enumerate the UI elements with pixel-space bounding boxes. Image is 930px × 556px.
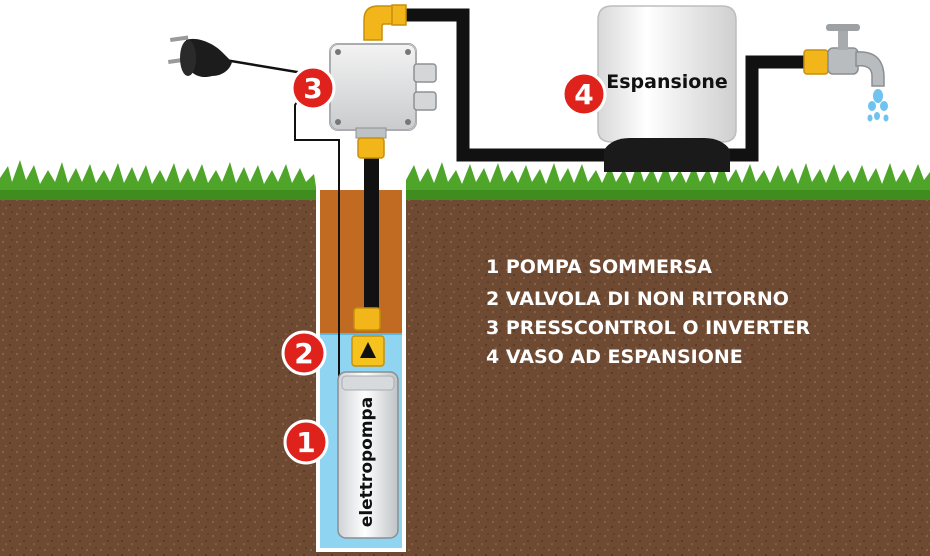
- badge-valve-number: 2: [294, 337, 313, 370]
- grass: [0, 160, 930, 200]
- delivery-pipe: [380, 8, 612, 162]
- legend-item-1: 1 POMPA SOMMERSA: [486, 256, 712, 278]
- badge-pump-number: 1: [296, 426, 315, 459]
- badge-pump: 1: [283, 419, 329, 465]
- submersible-pump: elettropompa: [337, 371, 399, 539]
- badge-controller-number: 3: [303, 72, 322, 105]
- legend-item-2: 2 VALVOLA DI NON RITORNO: [486, 288, 789, 310]
- valve-fitting: [353, 307, 381, 331]
- legend-item-4: 4 VASO AD ESPANSIONE: [486, 346, 743, 368]
- legend-item-3: 3 PRESSCONTROL O INVERTER: [486, 317, 810, 339]
- tap-pipe: [728, 55, 812, 162]
- water-tap-icon: [803, 24, 889, 122]
- elbow-fitting: [363, 4, 407, 41]
- tank-label: Espansione: [606, 71, 728, 93]
- check-valve-arrow-icon: [351, 335, 385, 367]
- badge-controller: 3: [290, 65, 336, 111]
- badge-tank: 4: [561, 71, 607, 117]
- power-plug-icon: [168, 35, 316, 78]
- water-drops: [867, 89, 889, 122]
- tank-base: [604, 138, 730, 172]
- soil: [0, 188, 930, 556]
- badge-tank-number: 4: [574, 78, 593, 111]
- controller-fitting: [357, 137, 385, 159]
- riser-pipe: [364, 152, 379, 320]
- presscontrol-box: [329, 43, 437, 139]
- expansion-tank: Espansione: [597, 5, 737, 172]
- badge-valve: 2: [281, 330, 327, 376]
- legend: 1 POMPA SOMMERSA 2 VALVOLA DI NON RITORN…: [486, 256, 810, 368]
- pump-label: elettropompa: [357, 397, 377, 527]
